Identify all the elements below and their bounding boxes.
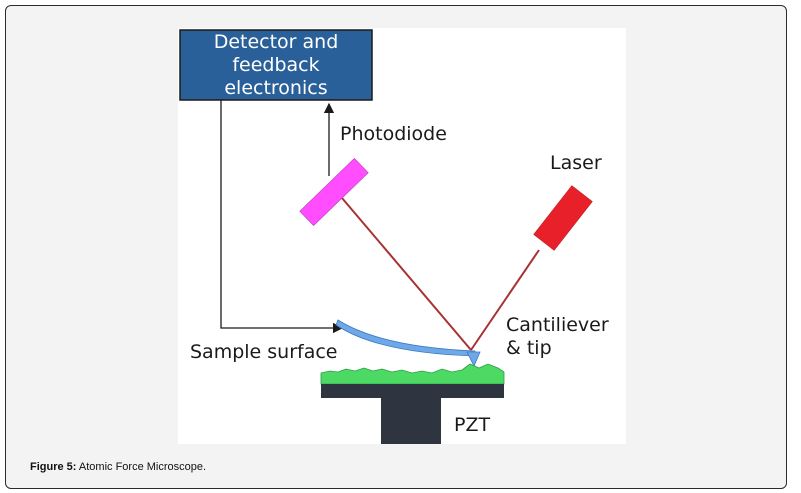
cantilever-label-line-2: & tip: [506, 337, 552, 359]
caption-text: Atomic Force Microscope.: [78, 461, 207, 473]
laser-beam-reflected: [341, 197, 472, 351]
pzt-label: PZT: [454, 414, 491, 436]
detector-box: [179, 29, 373, 101]
stage-plate: [321, 384, 504, 398]
laser-label: Laser: [550, 152, 602, 174]
sample-surface-label: Sample surface: [190, 341, 338, 363]
figure-caption: Figure 5: Atomic Force Microscope.: [30, 461, 206, 473]
photodiode-sensor: [299, 158, 369, 226]
detector-label-line-3: electronics: [224, 76, 328, 99]
detector-label-line-2: feedback: [232, 53, 320, 76]
laser-source: [533, 185, 593, 251]
photodiode-label: Photodiode: [340, 123, 447, 145]
detector-box-label: Detector and feedback electronics: [180, 30, 372, 100]
cantilever-label-line-1: Cantiliever: [506, 314, 609, 336]
caption-figure-number: Figure 5:: [30, 461, 77, 473]
afm-schematic: [179, 29, 593, 444]
sample-layer: [320, 363, 505, 385]
cantilever-tip: [466, 351, 481, 367]
cantilever: [335, 319, 476, 357]
pzt-column: [381, 398, 441, 444]
detector-label-line-1: Detector and: [213, 30, 339, 53]
feedback-line-arrow: [220, 100, 344, 334]
laser-beam-incident: [470, 249, 540, 351]
figure-card: Detector and feedback electronics Photod…: [5, 5, 787, 489]
afm-diagram: Detector and feedback electronics Photod…: [178, 28, 626, 444]
